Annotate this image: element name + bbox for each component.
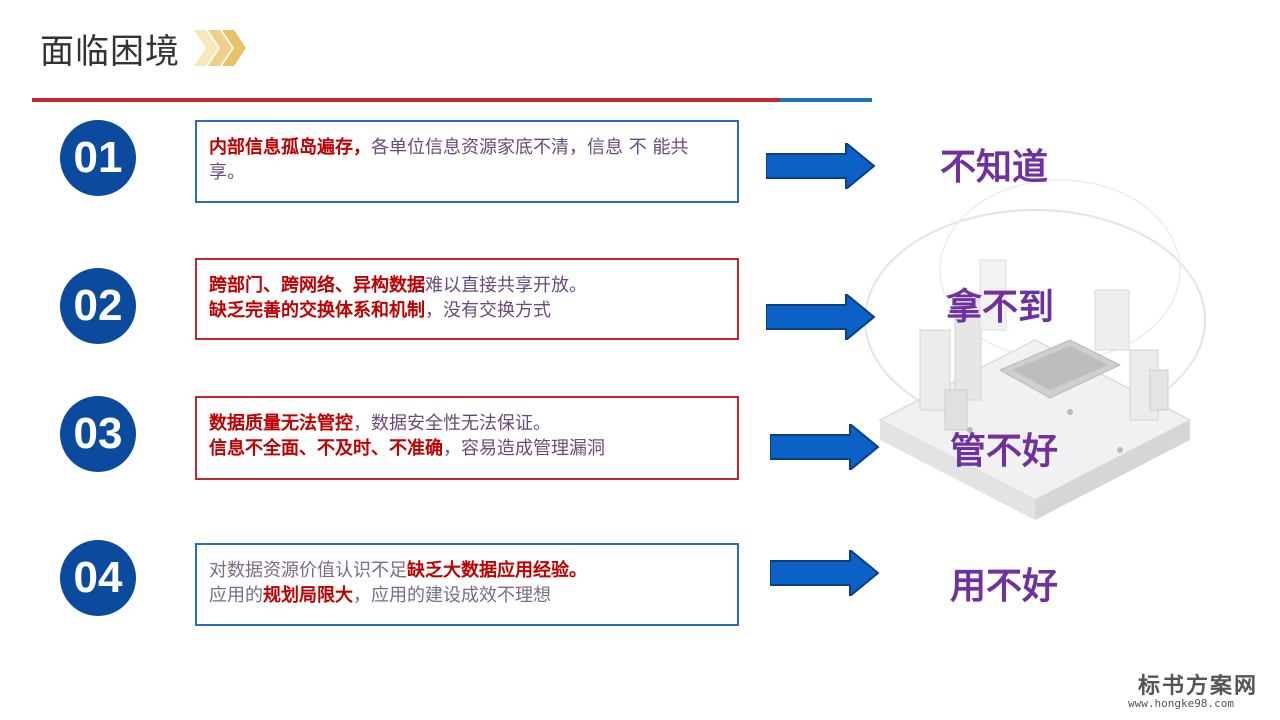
outcome-label: 管不好: [950, 431, 1059, 472]
smart-city-illustration: [864, 179, 1206, 520]
header-divider-red: [32, 98, 780, 102]
issue-text: ，数据安全性无法保证。: [353, 413, 551, 434]
right-arrow-icon: [766, 294, 876, 340]
issue-highlight: 规划局限大: [263, 585, 353, 606]
watermark-url: www.hongke98.com: [1128, 697, 1234, 710]
step-number-badge: 04: [60, 540, 136, 616]
issue-text: ，应用的建设成效不理想: [353, 585, 551, 606]
step-number-badge: 03: [60, 396, 136, 472]
issue-text: 难以直接共享开放。: [425, 275, 587, 296]
issue-highlight: 跨部门、跨网络、异构数据: [209, 275, 425, 296]
issue-box-2: 跨部门、跨网络、异构数据难以直接共享开放。 缺乏完善的交换体系和机制，没有交换方…: [195, 258, 739, 340]
issue-highlight: 数据质量无法管控: [209, 413, 353, 434]
issue-text: ，容易造成管理漏洞: [443, 438, 605, 459]
watermark-name: 标书方案网: [1138, 673, 1259, 699]
chevron-decoration-icon: [194, 30, 246, 66]
issue-highlight: 缺乏完善的交换体系和机制: [209, 300, 425, 321]
outcome-label: 不知道: [940, 147, 1049, 188]
step-number-badge: 02: [60, 268, 136, 344]
header-divider-blue: [780, 98, 872, 102]
issue-highlight: 内部信息孤岛遍存，: [209, 137, 371, 158]
issue-highlight: 信息不全面、不及时、不准确: [209, 438, 443, 459]
outcome-label: 拿不到: [946, 287, 1055, 328]
page-title: 面临困境: [40, 32, 180, 72]
right-arrow-icon: [770, 550, 880, 596]
issue-text: 各单位信息资源家底不清，信息 不 能共享。: [209, 137, 689, 183]
step-number-badge: 01: [60, 120, 136, 196]
issue-text: 对数据资源价值认识不足: [209, 560, 407, 581]
right-arrow-icon: [770, 424, 880, 470]
outcome-label: 用不好: [950, 566, 1059, 607]
issue-highlight: 缺乏大数据应用经验。: [407, 560, 587, 581]
right-arrow-icon: [766, 143, 876, 189]
issue-text: ，没有交换方式: [425, 300, 551, 321]
issue-box-4: 对数据资源价值认识不足缺乏大数据应用经验。 应用的规划局限大，应用的建设成效不理…: [195, 543, 739, 626]
issue-box-1: 内部信息孤岛遍存，各单位信息资源家底不清，信息 不 能共享。: [195, 120, 739, 203]
issue-box-3: 数据质量无法管控，数据安全性无法保证。 信息不全面、不及时、不准确，容易造成管理…: [195, 396, 739, 480]
issue-text: 应用的: [209, 585, 263, 606]
